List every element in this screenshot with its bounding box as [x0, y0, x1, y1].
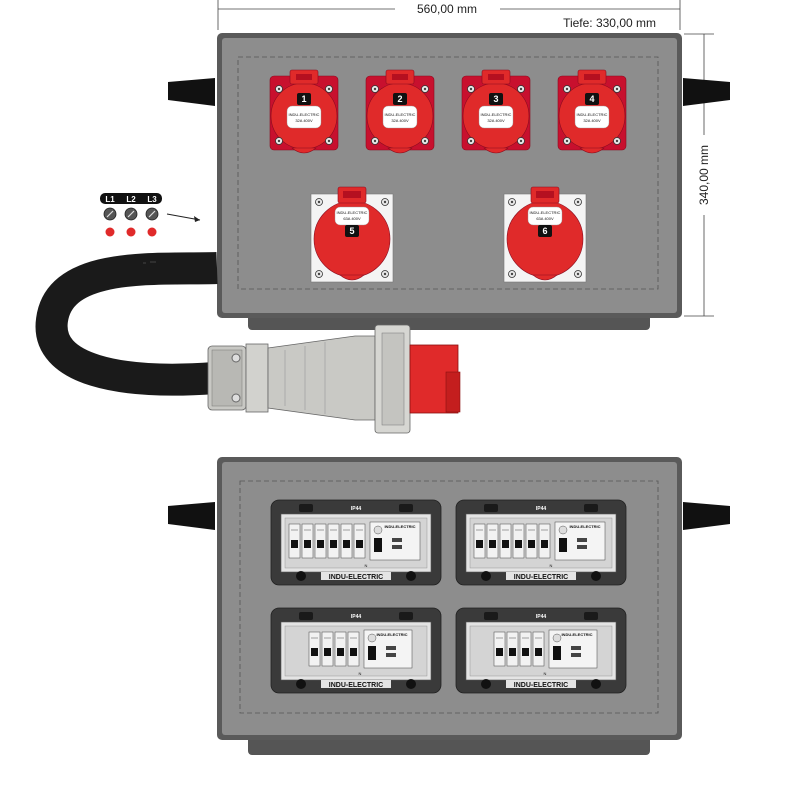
socket-brand: INDU-ELECTRIC [481, 112, 512, 117]
ip-rating: IP44 [351, 614, 362, 620]
ip-rating: IP44 [536, 506, 547, 512]
width-dimension: 560,00 mm [217, 0, 681, 30]
socket-brand: INDU-ELECTRIC [337, 210, 368, 215]
phase-label-l2: L2 [126, 195, 136, 204]
phase-led-l3 [147, 227, 157, 237]
socket-brand: INDU-ELECTRIC [530, 210, 561, 215]
neutral-label: N [359, 671, 362, 676]
phase-label-l3: L3 [147, 195, 157, 204]
right-handle [683, 78, 730, 106]
width-label: 560,00 mm [417, 2, 477, 16]
neutral-label: N [550, 563, 553, 568]
panel-brand: INDU-ELECTRIC [514, 682, 568, 689]
phase-label-l1: L1 [105, 195, 115, 204]
socket-number: 2 [397, 94, 402, 104]
socket-rating: 63A 400V [343, 216, 361, 221]
rcd-brand: INDU-ELECTRIC [561, 632, 592, 637]
socket-brand: INDU-ELECTRIC [577, 112, 608, 117]
power-cable [35, 252, 218, 396]
phase-led-l2 [126, 227, 136, 237]
panel-brand: INDU-ELECTRIC [329, 682, 383, 689]
socket-number: 4 [589, 94, 594, 104]
phase-indicator: L1 L2 L3 [100, 193, 201, 237]
left-handle-bottom [168, 502, 215, 530]
rcd-brand: INDU-ELECTRIC [376, 632, 407, 637]
panel-screw[interactable] [296, 679, 306, 689]
right-handle-bottom [683, 502, 730, 530]
panel-screw[interactable] [481, 571, 491, 581]
socket-rating: 32A 400V [295, 118, 313, 123]
panel-screw[interactable] [481, 679, 491, 689]
panel-screw[interactable] [296, 571, 306, 581]
neutral-label: N [365, 563, 368, 568]
socket-brand: INDU-ELECTRIC [385, 112, 416, 117]
height-label: 340,00 mm [697, 145, 711, 205]
left-handle [168, 78, 215, 106]
height-dimension: 340,00 mm [684, 33, 714, 317]
ip-rating: IP44 [351, 506, 362, 512]
cee-plug [207, 324, 461, 434]
rcd-brand: INDU-ELECTRIC [384, 524, 415, 529]
panel-screw[interactable] [591, 571, 601, 581]
bottom-box-dashed-outline [239, 480, 659, 714]
socket-rating: 63A 400V [536, 216, 554, 221]
depth-label: Tiefe: 330,00 mm [563, 16, 656, 30]
top-box-dashed-outline [237, 56, 659, 290]
socket-rating: 32A 400V [583, 118, 601, 123]
phase-led-l1 [105, 227, 115, 237]
socket-rating: 32A 400V [391, 118, 409, 123]
socket-number: 3 [493, 94, 498, 104]
socket-rating: 32A 400V [487, 118, 505, 123]
panel-screw[interactable] [591, 679, 601, 689]
socket-number: 1 [301, 94, 306, 104]
rcd-brand: INDU-ELECTRIC [569, 524, 600, 529]
socket-number: 5 [349, 226, 354, 236]
socket-brand: INDU-ELECTRIC [289, 112, 320, 117]
panel-screw[interactable] [406, 571, 416, 581]
panel-screw[interactable] [406, 679, 416, 689]
bottom-box [168, 457, 730, 755]
panel-brand: INDU-ELECTRIC [329, 574, 383, 581]
top-box [168, 33, 730, 330]
socket-number: 6 [542, 226, 547, 236]
panel-brand: INDU-ELECTRIC [514, 574, 568, 581]
neutral-label: N [544, 671, 547, 676]
ip-rating: IP44 [536, 614, 547, 620]
